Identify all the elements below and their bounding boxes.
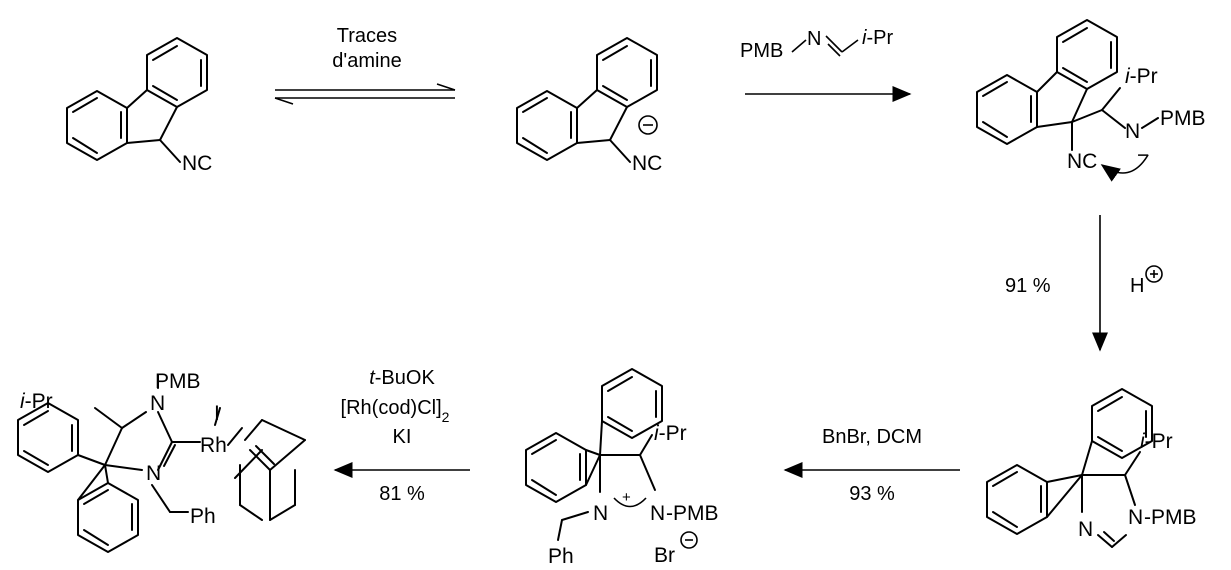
molecule-adduct-anion [976, 19, 1149, 182]
pmb-label: PMB [155, 370, 201, 393]
n-label: N [1128, 506, 1143, 529]
ph-label: Ph [548, 545, 574, 568]
ipr-label: i-Pr [1140, 430, 1173, 453]
pmb-label: -PMB [666, 502, 719, 525]
n-label: N [650, 502, 665, 525]
molecule-imidazolinium-bromide [525, 368, 663, 541]
reagent-imine: PMB N i-Pr [740, 27, 893, 62]
molecule-isocyanofluorene: NC [66, 37, 212, 175]
nc-label: NC [182, 152, 212, 175]
reagent-bnbr: BnBr, DCM [822, 426, 922, 448]
condition-amine: d'amine [332, 50, 401, 72]
svg-text:PMB: PMB [740, 40, 783, 62]
ipr-label: i-Pr [1125, 65, 1158, 88]
yield-93: 93 % [849, 483, 895, 505]
condition-traces: Traces [337, 25, 397, 47]
ph-label: Ph [190, 505, 216, 528]
reagent-rh-cod: [Rh(cod)Cl]2 [341, 397, 450, 425]
br-label: Br [654, 544, 675, 567]
molecule-fluorenyl-anion: NC [516, 37, 662, 175]
plus-label: + [622, 489, 631, 506]
minus-label: − [1137, 144, 1149, 167]
n-label: N [1125, 120, 1140, 143]
svg-text:N: N [807, 28, 821, 50]
iodo-label: I [214, 402, 220, 425]
molecule-spiro-imidazoline [986, 388, 1153, 548]
reagent-tbuok: t-BuOK [369, 367, 435, 389]
reagent-proton: H [1130, 275, 1144, 297]
yield-91: 91 % [1005, 275, 1051, 297]
molecule-rh-nhc-complex [17, 374, 306, 553]
ipr-label: i-Pr [20, 390, 53, 413]
reagent-ki: KI [393, 426, 412, 448]
plus-circle [1145, 265, 1163, 283]
n-label: N [146, 462, 161, 485]
pmb-label: PMB [1160, 107, 1206, 130]
n-label: N [593, 502, 608, 525]
n-label: N [1078, 518, 1093, 541]
ipr-label: i-Pr [654, 422, 687, 445]
nc-label: NC [1067, 150, 1097, 173]
svg-text:i-Pr: i-Pr [862, 27, 893, 49]
equilibrium-arrow [274, 83, 456, 105]
rh-label: Rh [200, 434, 227, 457]
nc-label: NC [632, 152, 662, 175]
yield-81: 81 % [379, 483, 425, 505]
pmb-label: -PMB [1144, 506, 1197, 529]
n-label: N [150, 392, 165, 415]
